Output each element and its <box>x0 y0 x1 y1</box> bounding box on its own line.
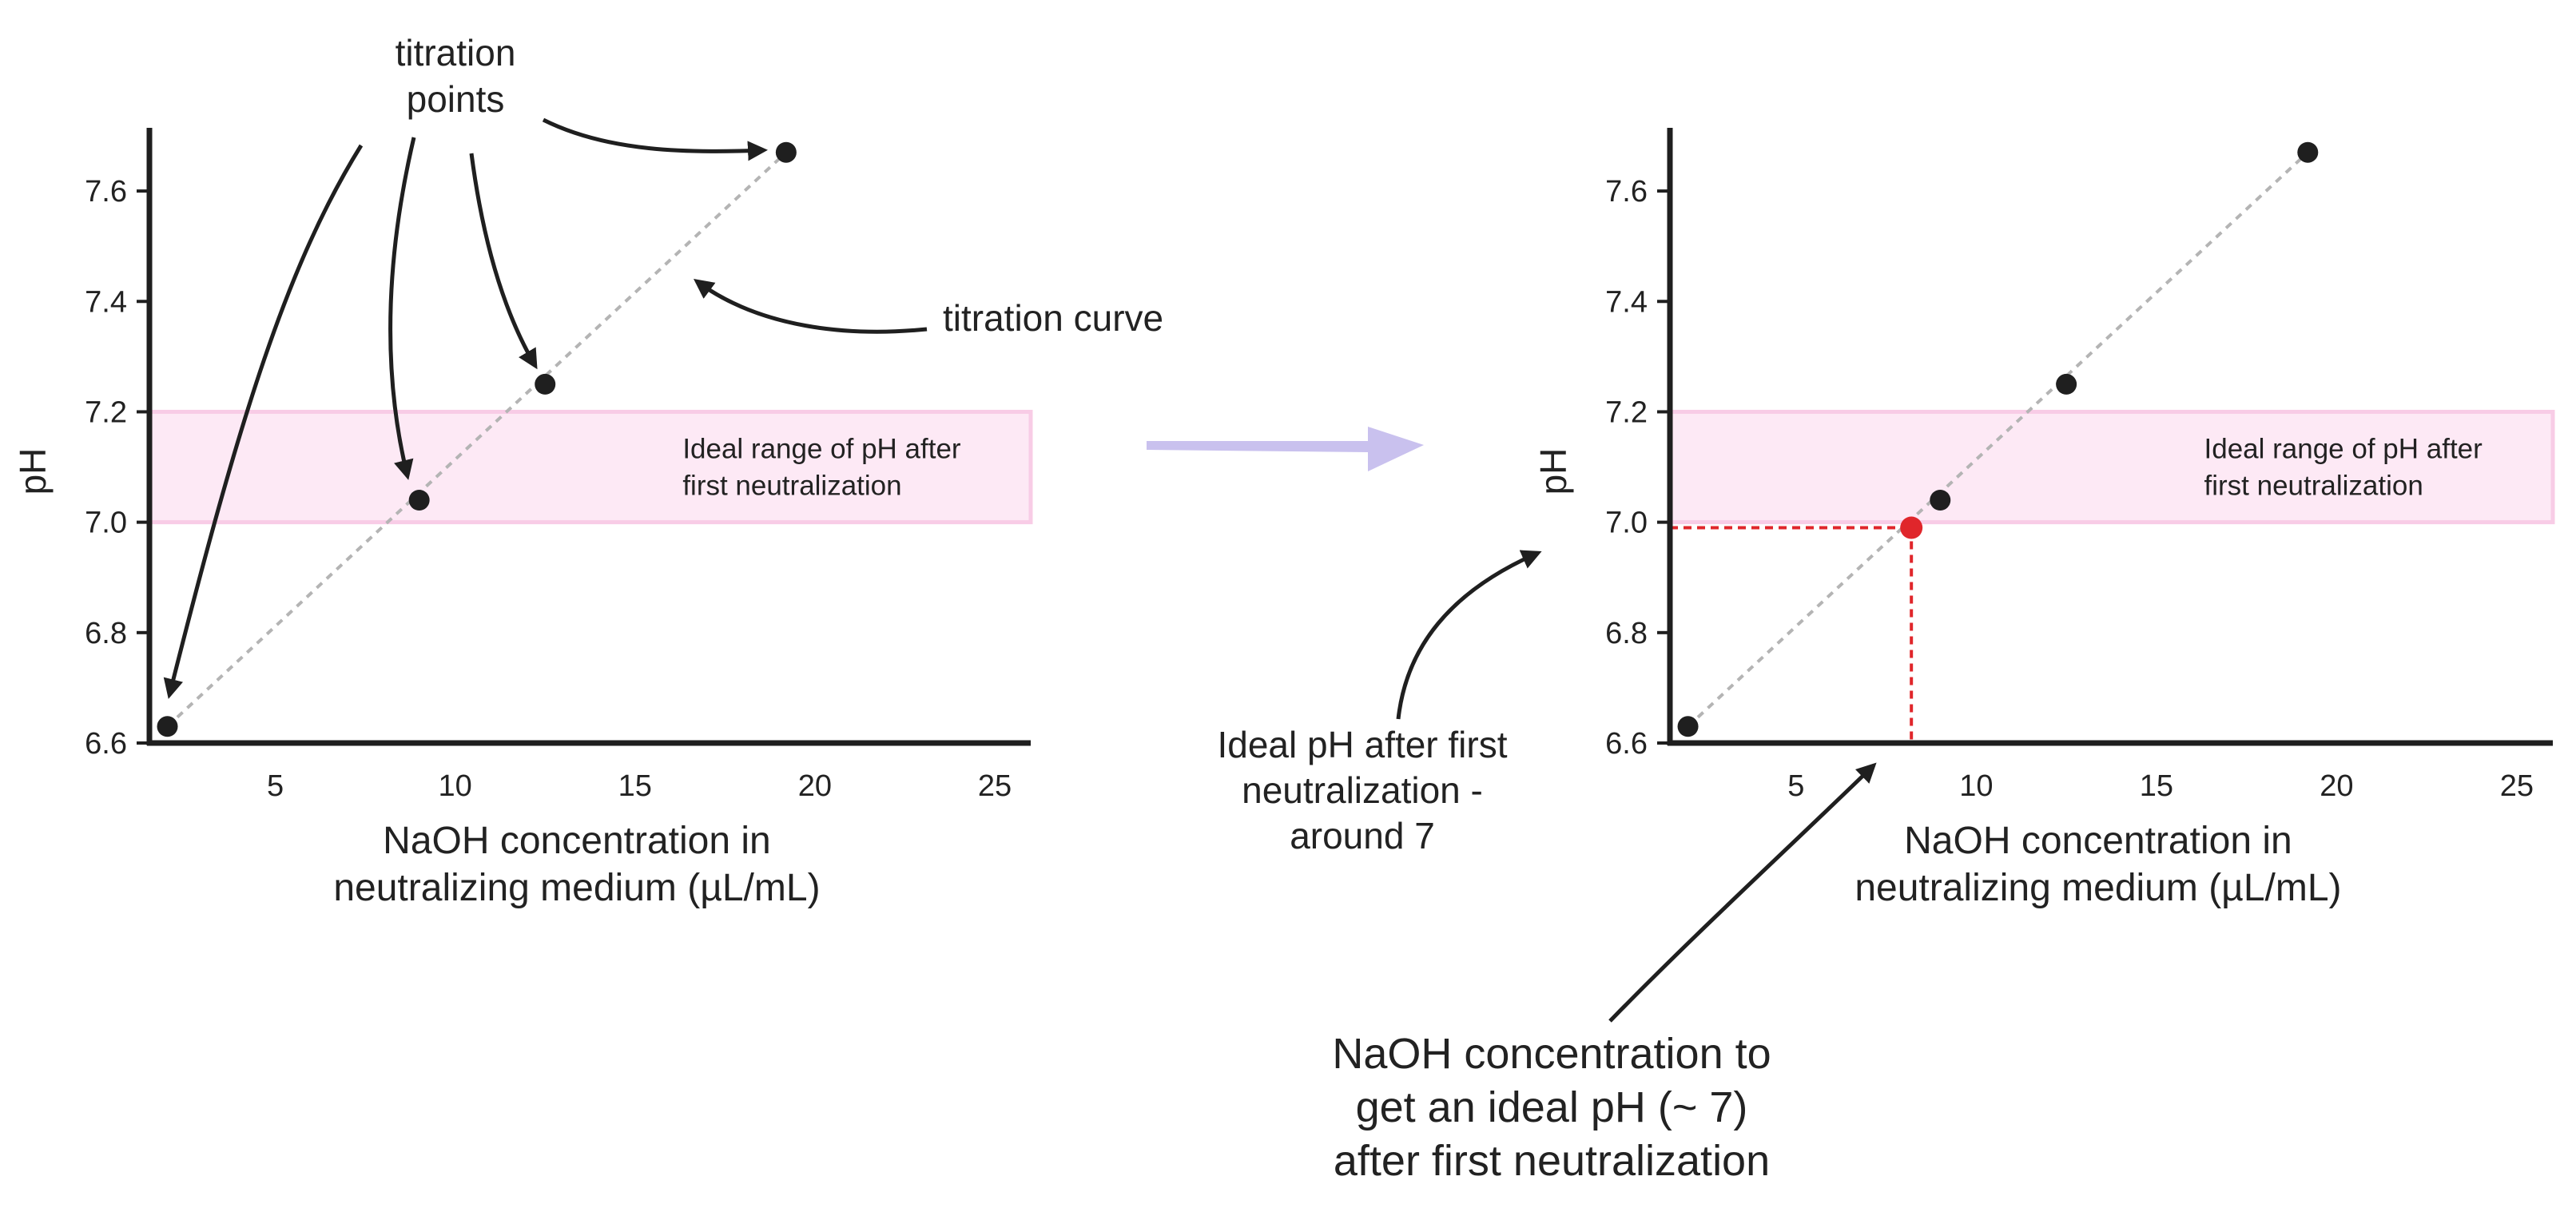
titration-points-label-line-2: points <box>407 78 505 120</box>
titration-points <box>157 141 797 737</box>
y-tick-labels: 6.6 6.8 7.0 7.2 7.4 7.6 <box>1605 175 1670 761</box>
y-axis-label: pH <box>12 448 54 495</box>
x-axis-label-line-1: NaOH concentration in <box>383 820 771 862</box>
titration-point <box>775 141 797 163</box>
titration-point <box>535 373 556 395</box>
titration-curve-annotation: titration curve <box>693 279 1163 339</box>
x-axis-label: NaOH concentration in neutralizing mediu… <box>1854 820 2341 909</box>
right-titration-chart: Ideal range of pH after first neutraliza… <box>1532 128 2555 909</box>
ideal-ph-annotation: Ideal pH after first neutralization - ar… <box>1217 550 1542 856</box>
titration-point <box>408 490 430 511</box>
arrow-to-naoh-target <box>1608 762 1877 1023</box>
x-tick-label: 20 <box>798 769 832 803</box>
arrow-to-ideal-ph <box>1396 550 1542 720</box>
y-tick-label: 7.0 <box>85 507 127 540</box>
x-tick-label: 5 <box>1787 769 1804 803</box>
y-tick-label: 7.2 <box>85 395 127 429</box>
titration-point <box>1930 490 1951 511</box>
ideal-ph-label-line-3: around 7 <box>1290 815 1435 856</box>
titration-points-annotation: titration points <box>163 32 768 699</box>
naoh-target-label-line-3: after first neutralization <box>1334 1137 1770 1185</box>
arrow-to-curve <box>693 279 928 334</box>
y-tick-label: 7.4 <box>1605 285 1648 319</box>
titration-point <box>157 716 178 737</box>
ideal-ph-point <box>1900 516 1923 539</box>
y-tick-label: 7.0 <box>1605 507 1648 540</box>
x-tick-label: 25 <box>978 769 1012 803</box>
x-tick-label: 15 <box>618 769 652 803</box>
band-label-line-2: first neutralization <box>2204 470 2423 501</box>
highlight-guide-lines <box>1670 526 1914 743</box>
titration-point <box>1677 716 1699 737</box>
ideal-ph-band-label: Ideal range of pH after first neutraliza… <box>682 433 961 501</box>
naoh-target-label-line-1: NaOH concentration to <box>1332 1030 1771 1078</box>
titration-curve-line <box>1687 151 2309 728</box>
naoh-target-label-line-2: get an ideal pH (~ 7) <box>1356 1083 1748 1131</box>
arrow-to-point-4 <box>542 117 768 161</box>
naoh-target-annotation: NaOH concentration to get an ideal pH (~… <box>1332 762 1877 1185</box>
titration-point <box>2056 373 2077 395</box>
y-tick-label: 7.2 <box>1605 395 1648 429</box>
x-axis-label-line-1: NaOH concentration in <box>1904 820 2292 862</box>
ideal-ph-band <box>147 409 1033 525</box>
titration-points-label-line-1: titration <box>396 32 516 74</box>
transition-arrow <box>1147 427 1424 471</box>
ideal-ph-band <box>1668 409 2555 525</box>
x-tick-labels: 5 10 15 20 25 <box>1787 769 2534 803</box>
x-tick-label: 5 <box>267 769 284 803</box>
left-titration-chart: Ideal range of pH after first neutraliza… <box>12 128 1033 909</box>
x-axis-label-line-2: neutralizing medium (µL/mL) <box>1854 867 2341 909</box>
ideal-ph-label-line-1: Ideal pH after first <box>1217 724 1507 765</box>
y-tick-label: 7.6 <box>1605 175 1648 209</box>
y-tick-label: 6.8 <box>1605 617 1648 650</box>
axes <box>1667 128 2553 746</box>
x-axis-label: NaOH concentration in neutralizing mediu… <box>333 820 820 909</box>
y-tick-labels: 6.6 6.8 7.0 7.2 7.4 7.6 <box>85 175 149 761</box>
x-tick-label: 25 <box>2500 769 2534 803</box>
x-tick-label: 15 <box>2140 769 2173 803</box>
ideal-ph-label-line-2: neutralization - <box>1242 769 1483 811</box>
titration-point <box>2297 141 2319 163</box>
arrow-to-point-3 <box>469 153 538 370</box>
band-label-line-2: first neutralization <box>682 470 901 501</box>
ideal-ph-band-label: Ideal range of pH after first neutraliza… <box>2204 433 2483 501</box>
y-tick-label: 6.6 <box>85 727 127 761</box>
axes <box>146 128 1031 746</box>
y-tick-label: 6.6 <box>1605 727 1648 761</box>
y-tick-label: 6.8 <box>85 617 127 650</box>
x-tick-labels: 5 10 15 20 25 <box>267 769 1012 803</box>
titration-curve-line <box>166 151 788 728</box>
y-axis-label: pH <box>1532 448 1574 495</box>
transition-arrow-shape <box>1147 427 1424 471</box>
band-label-line-1: Ideal range of pH after <box>682 433 961 464</box>
titration-curve-label: titration curve <box>943 297 1163 339</box>
x-tick-label: 20 <box>2320 769 2353 803</box>
y-tick-label: 7.4 <box>85 285 127 319</box>
x-axis-label-line-2: neutralizing medium (µL/mL) <box>333 867 820 909</box>
arrow-to-point-2 <box>388 137 416 480</box>
arrow-to-point-1 <box>163 144 364 699</box>
x-tick-label: 10 <box>1959 769 1993 803</box>
band-label-line-1: Ideal range of pH after <box>2204 433 2483 464</box>
y-tick-label: 7.6 <box>85 175 127 209</box>
titration-points <box>1677 141 2319 737</box>
x-tick-label: 10 <box>439 769 472 803</box>
